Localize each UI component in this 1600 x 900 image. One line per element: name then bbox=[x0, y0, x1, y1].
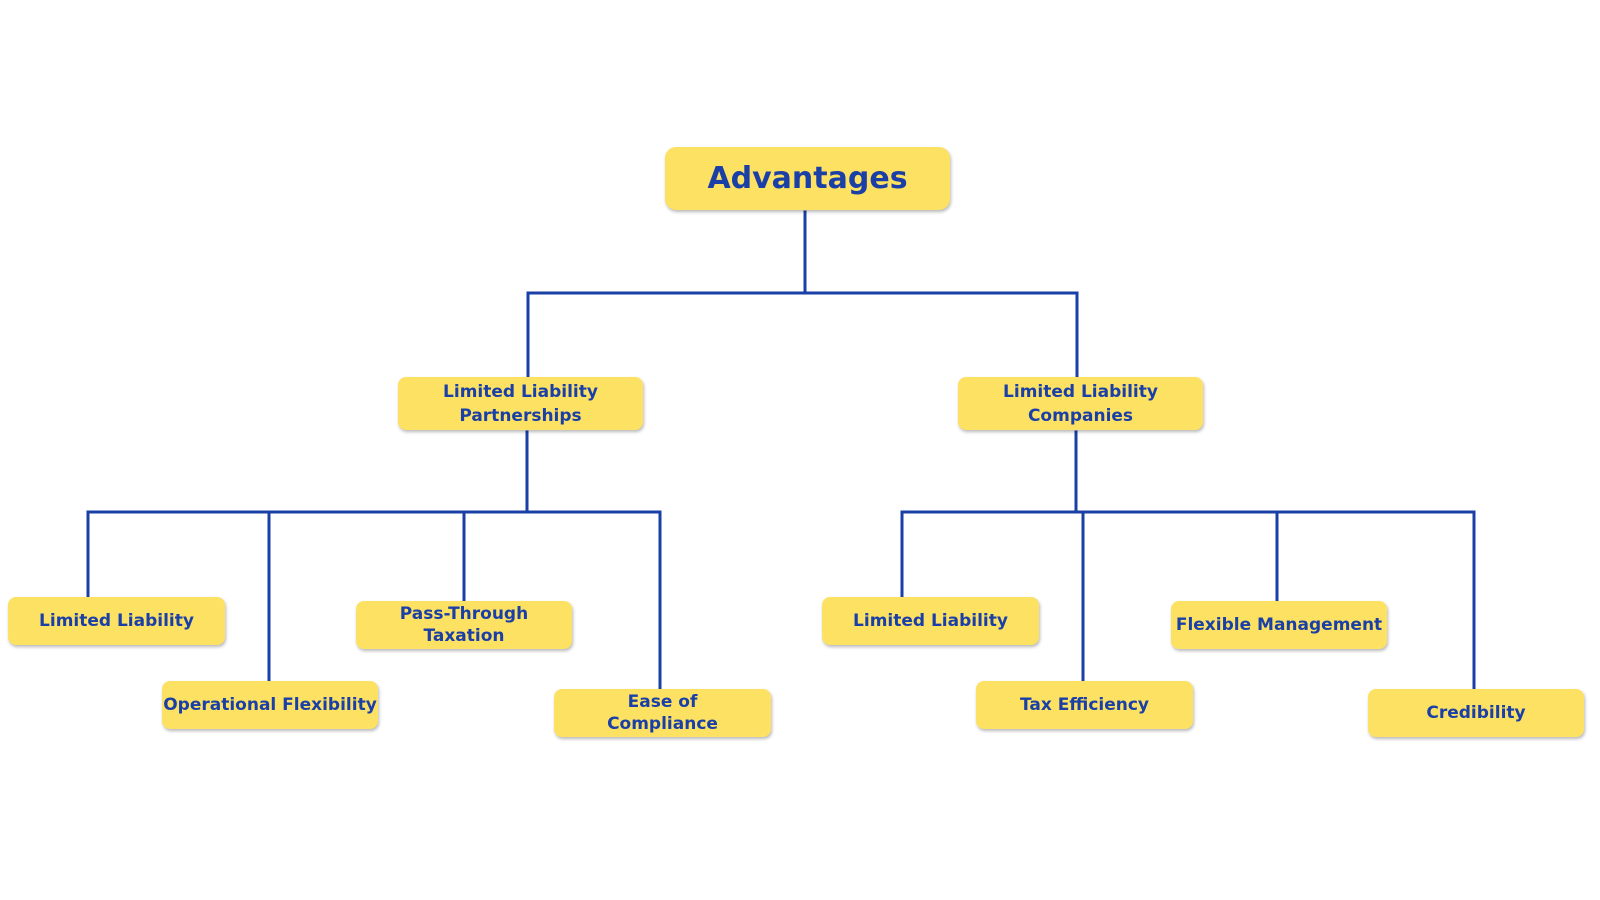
leaf-node-llp-ease-of-compliance: Ease of Compliance bbox=[554, 689, 771, 737]
leaf-node-label: Tax Efficiency bbox=[1019, 695, 1150, 715]
leaf-node-label: Operational Flexibility bbox=[163, 695, 377, 715]
leaf-node-label: Credibility bbox=[1426, 703, 1526, 723]
branch-node-llp: Limited Liability Partnerships bbox=[398, 377, 643, 430]
leaf-node-llc-limited-liability: Limited Liability bbox=[822, 597, 1039, 645]
leaf-node-llc-credibility: Credibility bbox=[1368, 689, 1584, 737]
branch-node-label: Limited Liability Companies bbox=[1003, 381, 1158, 426]
leaf-node-llp-limited-liability: Limited Liability bbox=[8, 597, 225, 645]
branch-node-label: Limited Liability Partnerships bbox=[443, 381, 598, 426]
leaf-node-llp-operational-flexibility: Operational Flexibility bbox=[162, 681, 378, 729]
leaf-node-label: Flexible Management bbox=[1175, 615, 1383, 635]
leaf-node-label: Pass-Through Taxation bbox=[399, 604, 529, 646]
leaf-node-label: Ease of Compliance bbox=[607, 692, 718, 734]
root-node-advantages: Advantages bbox=[665, 147, 950, 210]
leaf-node-label: Limited Liability bbox=[39, 611, 194, 631]
leaf-node-llc-flexible-management: Flexible Management bbox=[1171, 601, 1387, 649]
leaf-node-label: Limited Liability bbox=[853, 611, 1008, 631]
branch-node-llc: Limited Liability Companies bbox=[958, 377, 1203, 430]
leaf-node-llc-tax-efficiency: Tax Efficiency bbox=[976, 681, 1193, 729]
root-node-label: Advantages bbox=[707, 161, 908, 196]
leaf-node-llp-pass-through-taxation: Pass-Through Taxation bbox=[356, 601, 572, 649]
